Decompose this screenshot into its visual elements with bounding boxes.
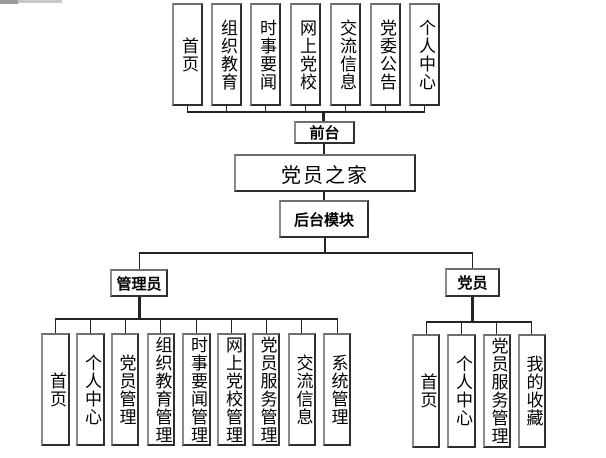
line-front-root	[323, 144, 325, 154]
drop-line-member	[472, 254, 473, 268]
node-front-home: 首页	[172, 3, 203, 106]
connector-stub	[55, 320, 56, 333]
connector-line-roles	[139, 252, 473, 254]
line-backend-down	[324, 238, 326, 252]
node-admin-news-mgmt: 时事要闻管理	[182, 333, 211, 446]
corner-artifact	[0, 0, 62, 3]
connector-stub	[337, 320, 338, 333]
node-backend: 后台模块	[279, 200, 369, 238]
connector-stub	[426, 323, 427, 334]
connector-stub	[345, 106, 346, 112]
connector-stub	[160, 320, 161, 333]
node-front-exchange-info: 交流信息	[330, 3, 361, 106]
node-admin-home: 首页	[41, 333, 70, 446]
node-member-personal-center: 个人中心	[447, 334, 476, 448]
connector-stub	[226, 106, 227, 112]
node-front-current-news: 时事要闻	[250, 3, 281, 106]
connector-stub	[231, 320, 232, 333]
node-admin-member-service-mgmt: 党员服务管理	[252, 333, 280, 446]
connector-stub	[385, 106, 386, 112]
node-member: 党员	[445, 268, 500, 297]
node-member-service-mgmt: 党员服务管理	[483, 334, 511, 448]
node-admin-system-mgmt: 系统管理	[323, 333, 351, 446]
connector-stub	[196, 320, 197, 333]
connector-stub	[461, 323, 462, 334]
connector-stub	[187, 106, 188, 112]
connector-line-front	[187, 111, 425, 113]
corner-artifact-cap	[0, 0, 18, 4]
connector-line-member-children	[426, 321, 532, 323]
node-admin-org-education-mgmt: 组织教育管理	[147, 333, 175, 446]
connector-stub	[496, 323, 497, 334]
node-front-org-education: 组织教育	[211, 3, 242, 106]
node-member-favorites: 我的收藏	[518, 334, 546, 448]
trunk-line-front	[322, 112, 325, 121]
node-admin: 管理员	[110, 269, 168, 297]
line-root-backend	[323, 192, 325, 200]
connector-stub	[265, 106, 266, 112]
node-admin-personal-center: 个人中心	[76, 333, 105, 446]
node-root: 党员之家	[234, 154, 416, 192]
connector-stub	[424, 106, 425, 112]
node-front-personal-center: 个人中心	[409, 3, 440, 106]
connector-stub	[301, 320, 302, 333]
connector-stub	[125, 320, 126, 333]
trunk-line-member	[471, 297, 474, 321]
connector-stub	[90, 320, 91, 333]
connector-stub	[305, 106, 306, 112]
node-admin-party-school-mgmt: 网上党校管理	[217, 333, 246, 446]
connector-stub	[266, 320, 267, 333]
connector-stub	[531, 323, 532, 334]
connector-line-admin-children	[55, 318, 338, 320]
node-admin-exchange-info: 交流信息	[288, 333, 316, 446]
trunk-line-admin	[138, 297, 141, 319]
drop-line-admin	[139, 254, 140, 269]
node-front-online-party-school: 网上党校	[290, 3, 321, 106]
node-member-home: 首页	[412, 334, 440, 448]
node-front: 前台	[294, 121, 355, 144]
node-front-committee-notice: 党委公告	[370, 3, 401, 106]
node-admin-member-mgmt: 党员管理	[111, 333, 139, 446]
